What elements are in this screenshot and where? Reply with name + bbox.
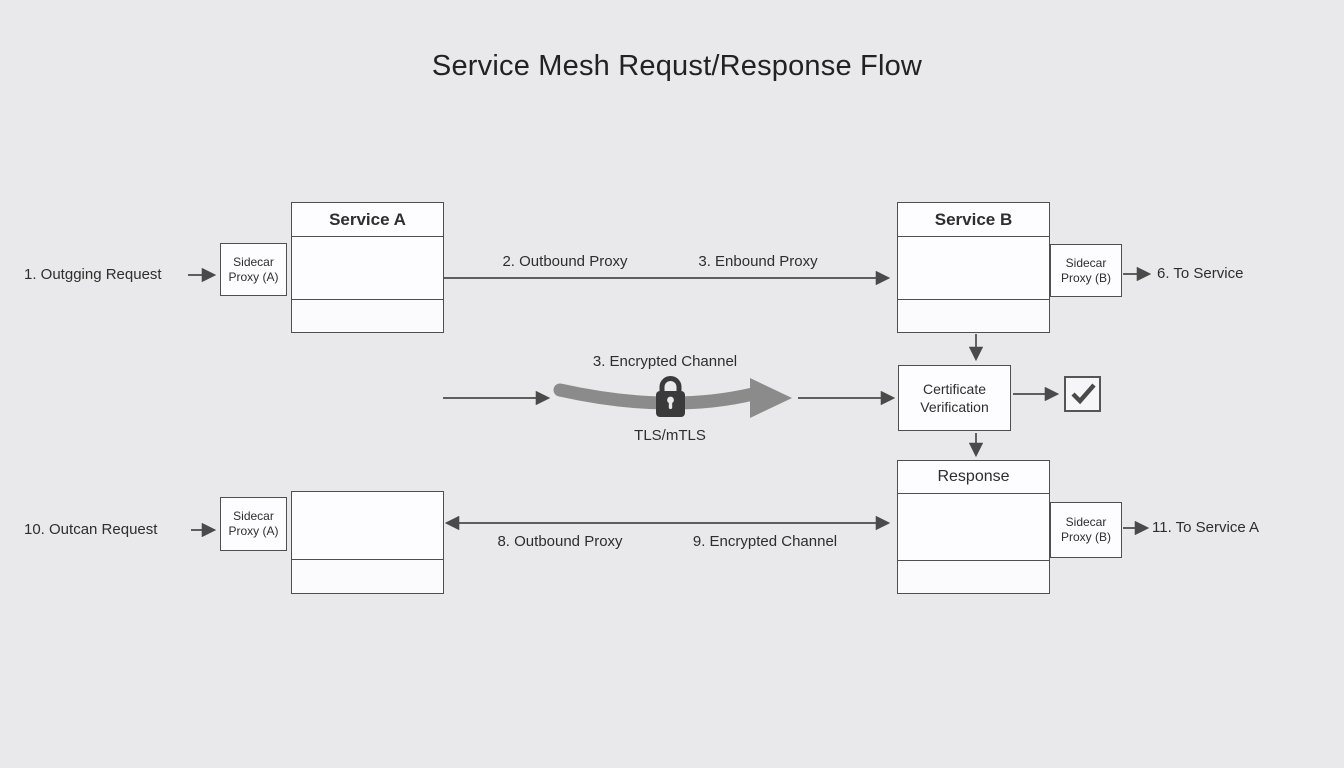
label-encrypted-channel-response: 9. Encrypted Channel [692, 533, 838, 550]
sidecar-proxy-b-bottom-box: Sidecar Proxy (B) [1050, 502, 1122, 558]
label-tls-mtls: TLS/mTLS [634, 427, 706, 444]
label-outcan-request: 10. Outcan Request [24, 521, 158, 538]
service-b-body [898, 237, 1049, 300]
service-a-box: Service A [291, 202, 444, 333]
service-b-footer [898, 300, 1049, 332]
service-b-box: Service B [897, 202, 1050, 333]
page-title: Service Mesh Requst/Response Flow [431, 50, 923, 82]
service-b-title: Service B [898, 203, 1049, 237]
response-body [898, 494, 1049, 561]
response-footer [898, 561, 1049, 593]
service-a-body [292, 237, 443, 300]
label-outgoing-request: 1. Outgging Request [24, 266, 162, 283]
sidecar-proxy-a-bottom-box: Sidecar Proxy (A) [220, 497, 287, 551]
label-encrypted-channel: 3. Encrypted Channel [592, 353, 738, 370]
response-title: Response [898, 461, 1049, 494]
service-a-bottom-footer [292, 560, 443, 593]
checkmark-icon [1070, 383, 1096, 405]
label-to-service-a: 11. To Service A [1152, 519, 1260, 536]
lock-icon [656, 376, 685, 417]
service-a-bottom-box [291, 491, 444, 594]
sidecar-proxy-a-box: Sidecar Proxy (A) [220, 243, 287, 296]
response-box: Response [897, 460, 1050, 594]
label-outbound-proxy-response: 8. Outbound Proxy [497, 533, 623, 550]
sidecar-proxy-b-box: Sidecar Proxy (B) [1050, 244, 1122, 297]
verification-checkbox [1064, 376, 1101, 412]
certificate-verification-box: Certificate Verification [898, 365, 1011, 431]
service-a-footer [292, 300, 443, 332]
service-a-title: Service A [292, 203, 443, 237]
service-a-bottom-body [292, 492, 443, 560]
label-to-service: 6. To Service [1157, 265, 1244, 282]
label-inbound-proxy: 3. Enbound Proxy [698, 253, 818, 270]
label-outbound-proxy: 2. Outbound Proxy [502, 253, 628, 270]
